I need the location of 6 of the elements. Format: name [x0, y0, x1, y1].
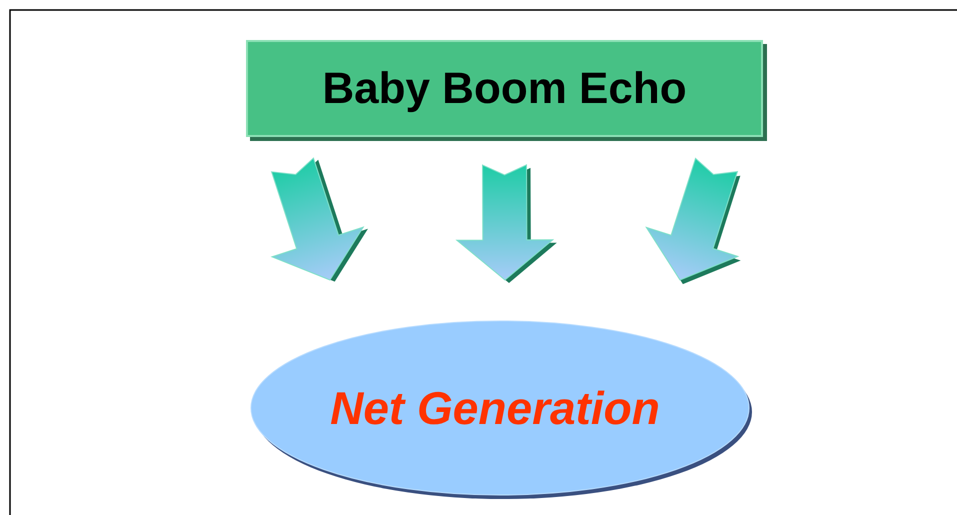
block-arrow	[455, 164, 557, 283]
ellipse-label: Net Generation	[330, 381, 660, 435]
title-text: Baby Boom Echo	[322, 64, 687, 114]
block-arrow	[270, 157, 368, 282]
ellipse-node	[250, 320, 750, 496]
block-arrow	[645, 157, 741, 284]
